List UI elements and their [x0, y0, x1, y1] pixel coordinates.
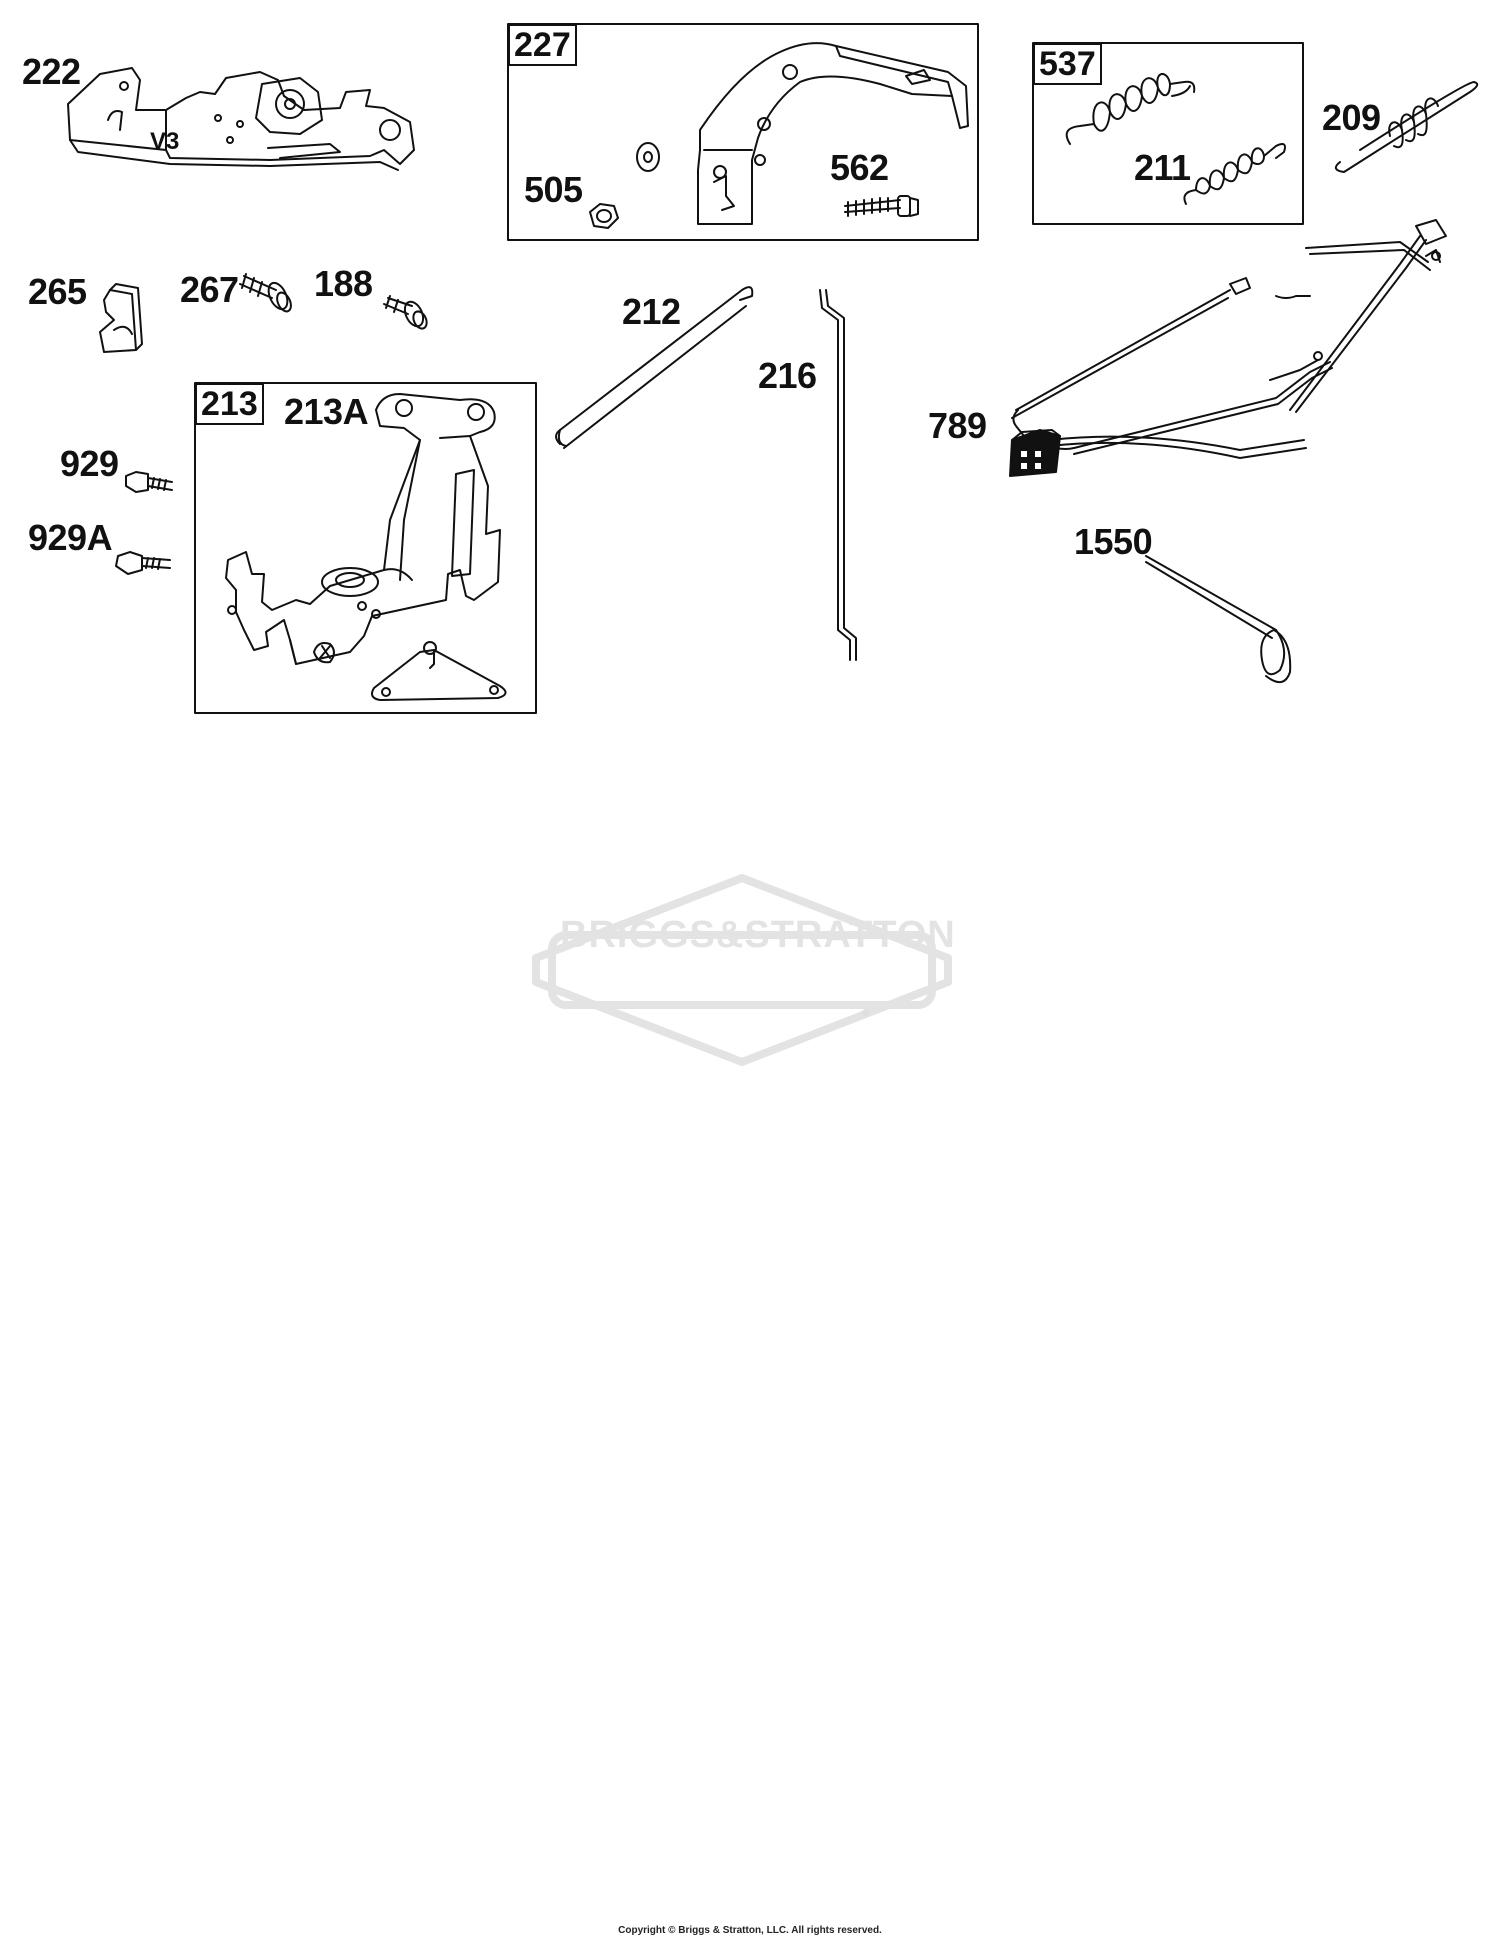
callout-227: 227 — [508, 24, 577, 66]
callout-267: 267 — [180, 269, 239, 310]
callout-505: 505 — [524, 169, 583, 210]
callout-562: 562 — [830, 147, 889, 188]
copyright-notice: Copyright © Briggs & Stratton, LLC. All … — [618, 1925, 882, 1936]
part-211-spring-small — [1183, 143, 1286, 205]
callout-212: 212 — [622, 291, 681, 332]
part-washer-hole — [643, 151, 653, 163]
part-1550-wire — [1145, 555, 1292, 683]
callout-211: 211 — [1134, 147, 1191, 188]
part-washer — [636, 142, 660, 172]
group-box-213 — [194, 382, 537, 714]
part-213a-plate — [371, 641, 507, 701]
callout-v3: V3 — [150, 128, 180, 155]
callout-213a: 213A — [284, 391, 369, 432]
callout-213: 213 — [195, 383, 264, 425]
part-929a-bolt — [115, 551, 171, 575]
part-212-link-rod — [555, 286, 754, 449]
callout-222: 222 — [22, 51, 81, 92]
callout-929a: 929A — [28, 517, 113, 558]
group-box-227 — [507, 23, 979, 241]
part-216-rod — [819, 289, 857, 661]
callout-789: 789 — [928, 405, 987, 446]
part-209-spring — [1334, 81, 1479, 173]
callout-265: 265 — [28, 271, 87, 312]
callout-1550: 1550 — [1074, 521, 1153, 562]
callout-537: 537 — [1033, 43, 1102, 85]
brand-logo-registered-mark: ® — [862, 1008, 870, 1019]
part-929-bolt — [125, 471, 173, 493]
part-789-wiring-harness — [1009, 219, 1447, 477]
brand-logo-watermark — [532, 874, 952, 1066]
callout-929: 929 — [60, 443, 119, 484]
part-265-clip — [99, 283, 143, 353]
group-box-537 — [1032, 42, 1304, 225]
part-222-control-bracket — [67, 67, 415, 171]
part-267-bolt — [239, 273, 292, 313]
callout-216: 216 — [758, 355, 817, 396]
callout-209: 209 — [1322, 97, 1381, 138]
part-505-nut — [589, 203, 619, 229]
part-211-spring-large — [1065, 73, 1196, 145]
part-188-bolt — [383, 295, 428, 330]
part-227-lever — [697, 42, 969, 225]
callout-188: 188 — [314, 263, 373, 304]
brand-logo-text: BRIGGS&STRATTON — [560, 914, 956, 956]
part-562-screw — [844, 195, 919, 217]
part-213-governor-bracket — [225, 393, 501, 665]
